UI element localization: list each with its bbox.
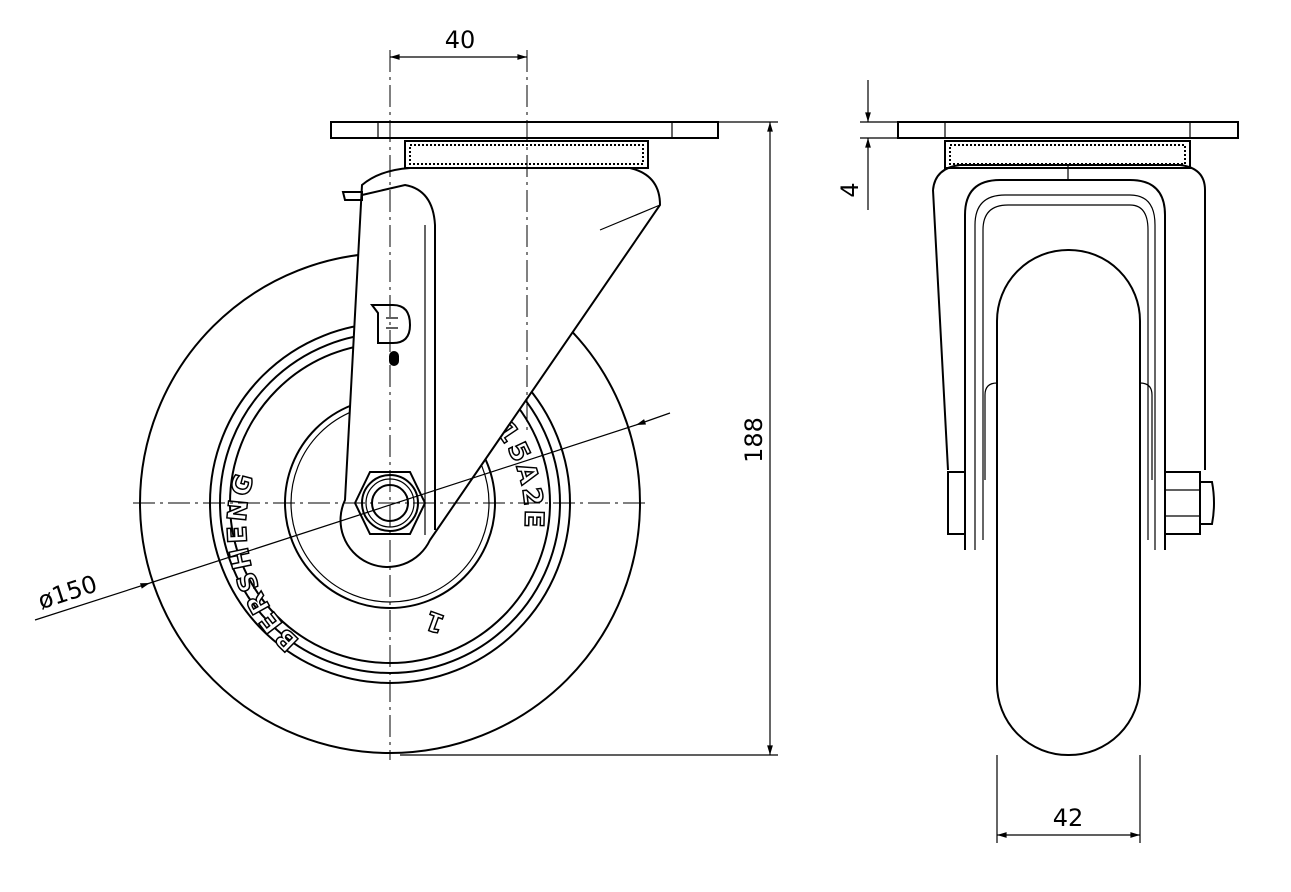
- wheel-front: [996, 249, 1141, 756]
- wheel-digit-text: 1: [419, 603, 449, 638]
- axle-bolt-front: [947, 471, 1215, 535]
- front-view: [897, 121, 1239, 756]
- fork-side: [339, 167, 662, 568]
- diameter-label: ø150: [34, 570, 100, 615]
- top-plate-side: [330, 121, 719, 169]
- wheel-brand-text: BERSHENG: [223, 468, 305, 657]
- thickness-label: 4: [836, 182, 864, 197]
- side-view: BERSHENG 15A2E 1: [133, 50, 719, 760]
- centerlines-side: [133, 50, 650, 760]
- dimension-plate-thickness: 4: [836, 80, 898, 210]
- logo-icon: [370, 304, 412, 366]
- width-label: 42: [1053, 804, 1084, 832]
- offset-label: 40: [445, 26, 476, 54]
- dimension-offset: 40: [390, 26, 527, 60]
- dimension-height: 188: [400, 121, 778, 756]
- height-label: 188: [740, 417, 768, 463]
- dimension-width: 42: [996, 755, 1141, 843]
